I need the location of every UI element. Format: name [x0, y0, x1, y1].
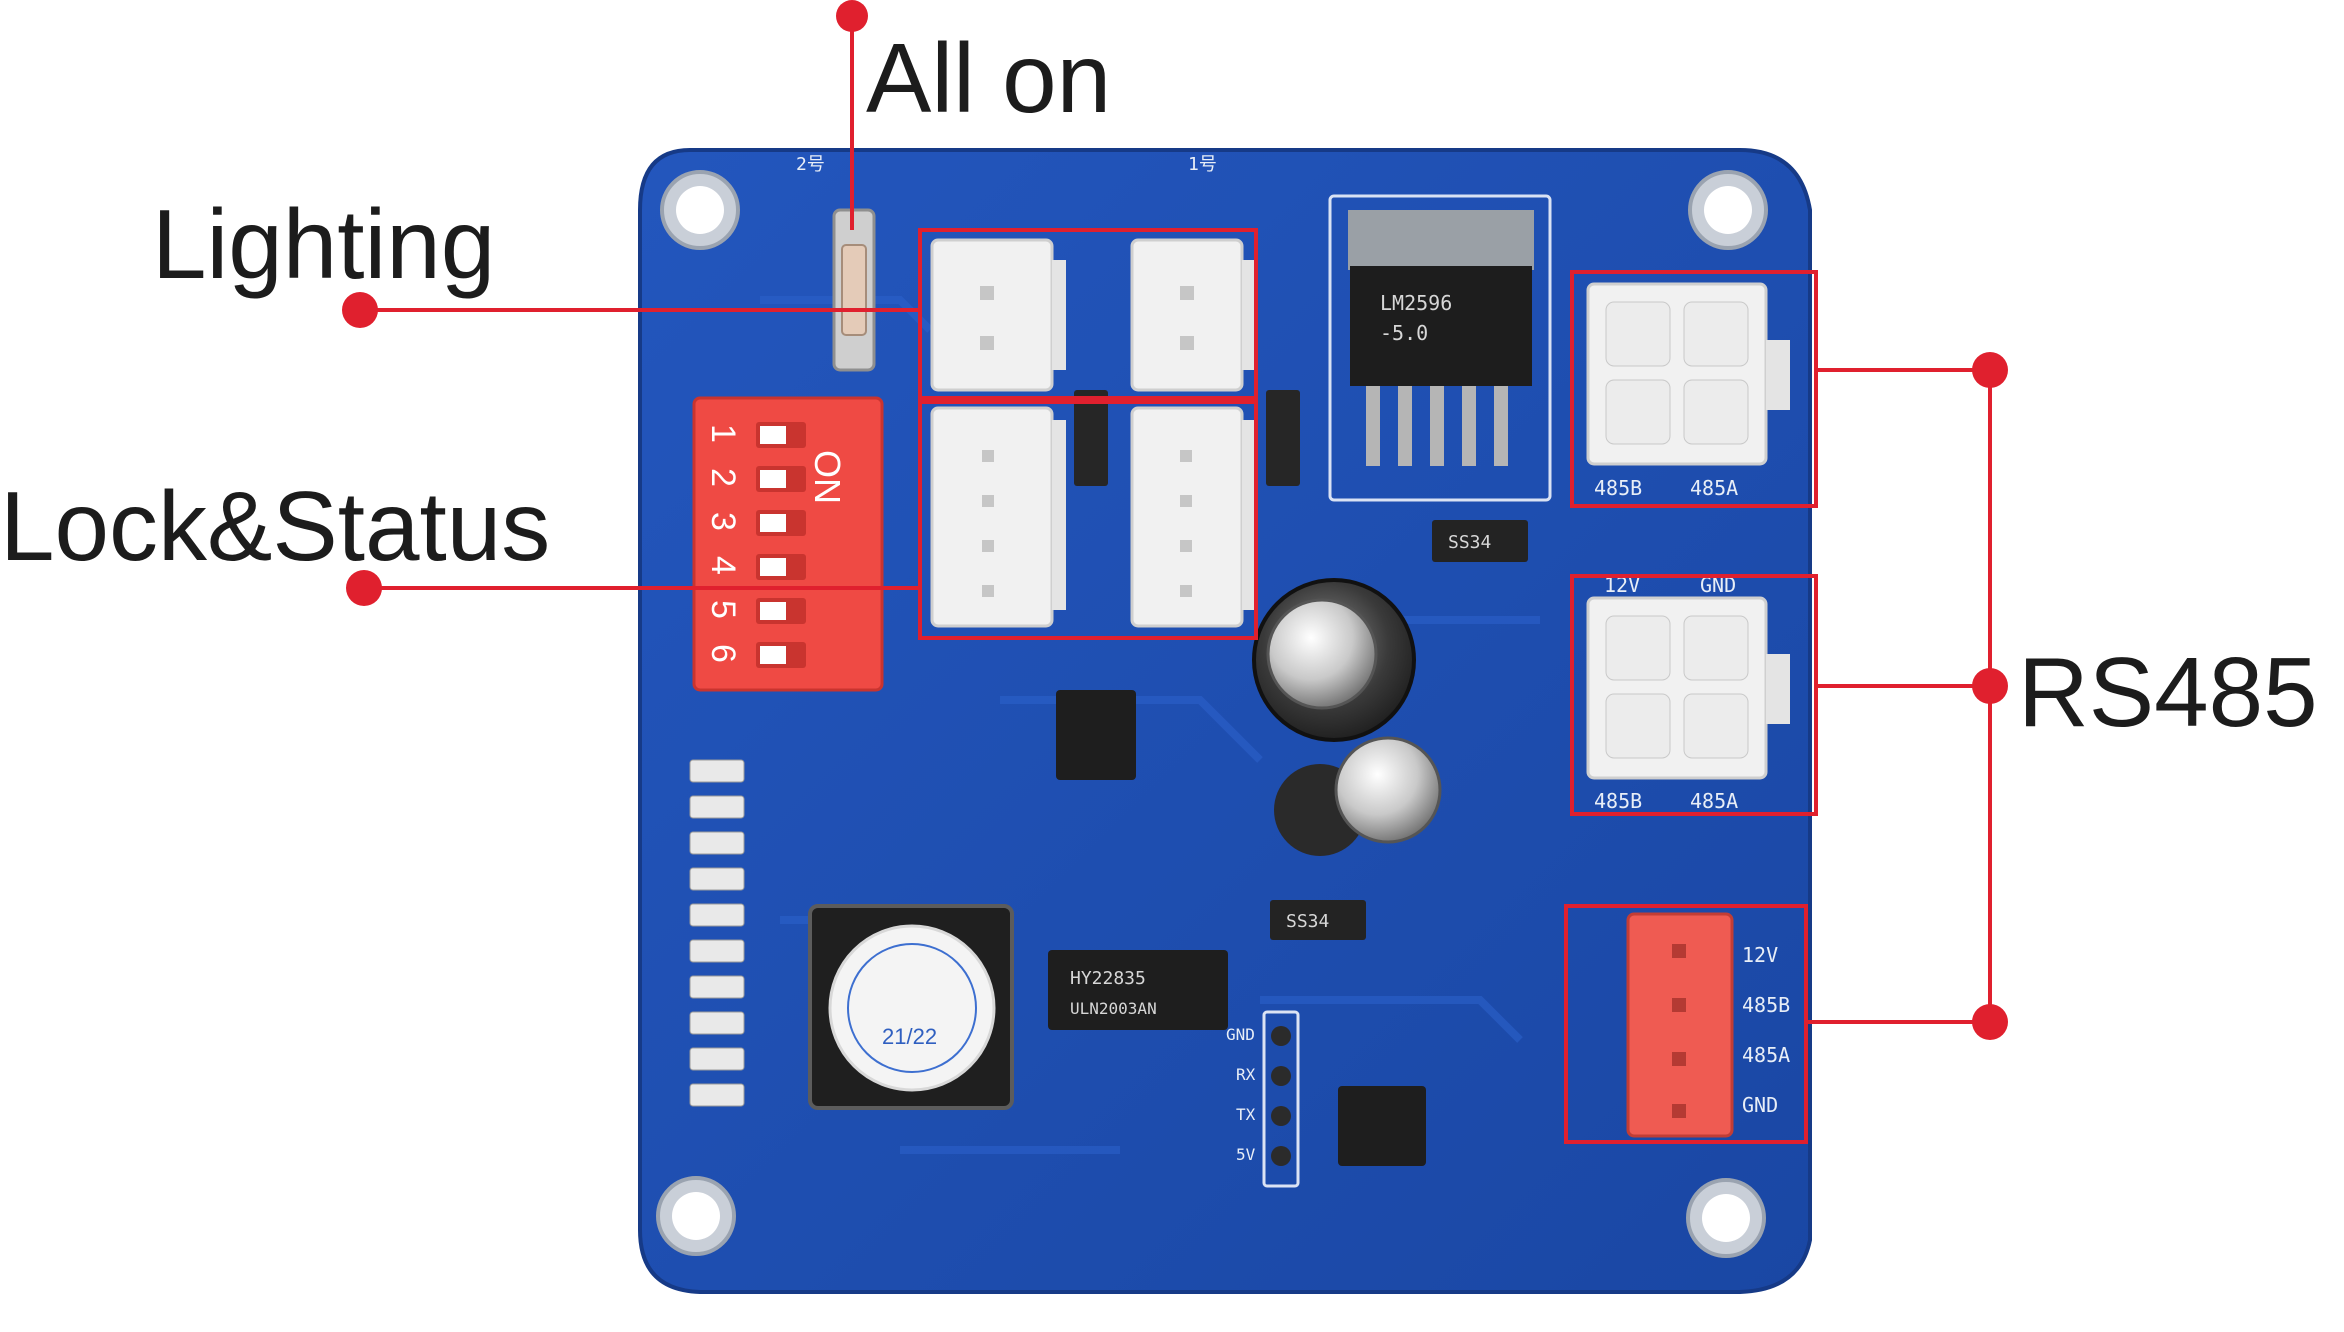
dip-number-4: 4	[704, 556, 742, 575]
highlight-lock-status	[918, 400, 1258, 640]
red-conn-pin-485a: 485A	[1742, 1043, 1790, 1067]
driver-ic: HY22835 ULN2003AN	[1048, 950, 1228, 1030]
callout-label-all-on: All on	[866, 23, 1111, 133]
callout-label-lighting: Lighting	[152, 189, 495, 299]
callout-all-on-leader	[836, 0, 868, 230]
rs485-red-connector: 12V 485B 485A GND	[1626, 912, 1790, 1138]
callout-label-lock-status: Lock&Status	[0, 471, 550, 581]
driver-ic-text-1: HY22835	[1070, 968, 1146, 989]
dip-number-1: 1	[704, 424, 742, 443]
dip-number-5: 5	[704, 600, 742, 619]
resistor-8	[689, 1011, 745, 1035]
lighting-connector-1	[930, 238, 1066, 392]
rs485-mid-label-a: 485A	[1690, 789, 1738, 813]
highlight-lighting	[918, 228, 1258, 400]
voltage-regulator: LM2596 -5.0	[1328, 194, 1552, 502]
dip-switch-toggle-3	[760, 514, 786, 532]
ic-u2	[1338, 1086, 1426, 1166]
resistor-3	[689, 831, 745, 855]
ss34-label-bottom: SS34	[1286, 911, 1329, 932]
resistor-6	[689, 939, 745, 963]
sticker-text: 21/22	[882, 1024, 937, 1049]
header-pin-tx: TX	[1236, 1105, 1256, 1124]
mounting-hole-tr	[1688, 170, 1768, 250]
resistor-9	[689, 1047, 745, 1071]
silk-hole-label-1: 1号	[1188, 154, 1217, 175]
regulator-text-2: -5.0	[1380, 321, 1428, 345]
electrolytic-cap-a	[1266, 598, 1378, 710]
dip-switch-toggle-6	[760, 646, 786, 664]
dip-number-3: 3	[704, 512, 742, 531]
ic-u37	[1056, 690, 1136, 780]
callout-label-rs485: RS485	[2018, 637, 2318, 747]
diode-d6	[1266, 390, 1300, 486]
lock-status-connector-2	[1130, 406, 1256, 628]
callout-rs485-leader	[1806, 352, 2008, 1040]
dip-switch-toggle-2	[760, 470, 786, 488]
ss34-label-top: SS34	[1448, 532, 1491, 553]
resistor-5	[689, 903, 745, 927]
dip-number-6: 6	[704, 644, 742, 663]
dip-number-2: 2	[704, 468, 742, 487]
highlight-rs485-top	[1570, 270, 1818, 508]
rs485-top-label-a: 485A	[1690, 476, 1738, 500]
lock-status-connector-1	[930, 406, 1066, 628]
rs485-top-label-b: 485B	[1594, 476, 1642, 500]
resistor-column	[689, 759, 745, 1107]
push-button-all-on	[832, 208, 876, 372]
dip-switch-toggle-1	[760, 426, 786, 444]
header-pin-rx: RX	[1236, 1065, 1256, 1084]
mounting-hole-bl	[656, 1176, 736, 1256]
resistor-7	[689, 975, 745, 999]
resistor-4	[689, 867, 745, 891]
resistor-10	[689, 1083, 745, 1107]
dip-switch-toggle-5	[760, 602, 786, 620]
microcontroller: 21/22	[808, 904, 1014, 1110]
mounting-hole-tl	[660, 170, 740, 250]
header-pin-5v: 5V	[1236, 1145, 1256, 1164]
diode-ss34-bottom: SS34	[1270, 900, 1366, 940]
callout-lock-status-leader	[346, 570, 920, 606]
dip-switch-toggle-4	[760, 558, 786, 576]
resistor-1	[689, 759, 745, 783]
red-conn-pin-gnd: GND	[1742, 1093, 1778, 1117]
driver-ic-text-2: ULN2003AN	[1070, 999, 1157, 1018]
header-pin-gnd: GND	[1226, 1025, 1255, 1044]
dip-switch: 1 2 3 4 5 6 ON	[692, 396, 884, 692]
highlight-rs485-middle	[1570, 574, 1818, 816]
rs485-connector-top: 485B 485A	[1586, 282, 1790, 500]
rs485-connector-middle: 12V GND 485B 485A	[1586, 573, 1790, 813]
capacitor-c7	[1274, 736, 1442, 856]
diode-ss34-top: SS34	[1432, 520, 1528, 562]
diode-d5	[1074, 390, 1108, 486]
mounting-hole-br	[1686, 1178, 1766, 1258]
header-pins: GND RX TX 5V	[1226, 1010, 1300, 1188]
lighting-connector-2	[1130, 238, 1256, 392]
red-conn-pin-485b: 485B	[1742, 993, 1790, 1017]
resistor-2	[689, 795, 745, 819]
dip-on-label: ON	[807, 450, 848, 504]
callout-lighting-leader	[342, 292, 920, 328]
silk-hole-label-2: 2号	[796, 154, 825, 175]
rs485-mid-label-b: 485B	[1594, 789, 1642, 813]
red-conn-pin-12v: 12V	[1742, 943, 1778, 967]
regulator-text-1: LM2596	[1380, 291, 1452, 315]
